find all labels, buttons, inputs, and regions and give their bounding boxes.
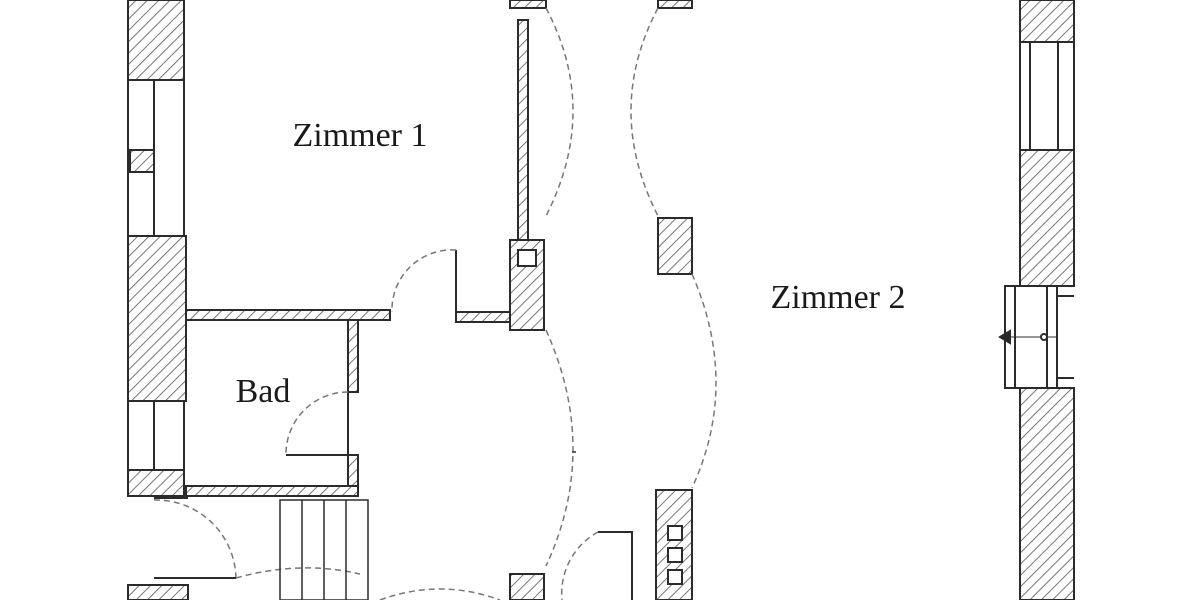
left-window-top <box>127 79 185 237</box>
wall-zimmer1-bad-right <box>455 311 511 323</box>
door-bottom-right <box>560 531 633 600</box>
left-window-bottom <box>127 400 185 471</box>
door-bad <box>285 391 349 456</box>
right-wall-pier-top <box>1019 0 1075 43</box>
partition-zimmer1-right <box>517 19 529 241</box>
right-exterior-wall <box>998 0 1075 600</box>
double-door-lower <box>545 273 717 567</box>
left-wall-pier-base <box>127 584 189 600</box>
right-wall-pier-middle <box>1019 149 1075 287</box>
room-label-zimmer-1: Zimmer 1 <box>292 117 427 154</box>
vent-shaft <box>517 249 537 267</box>
wall-stub-top-1 <box>509 0 547 9</box>
wall-bad-bottom <box>185 485 359 497</box>
wall-bad-right-top <box>347 319 359 393</box>
wall-zimmer1-bad-left <box>185 309 391 321</box>
left-wall-pier-small <box>129 149 155 173</box>
room-label-bad: Bad <box>236 373 291 410</box>
chimney-flue-2 <box>667 547 683 563</box>
left-wall-pier-bottom <box>127 469 185 497</box>
chimney-flue-1 <box>667 525 683 541</box>
wall-stub-top-2 <box>657 0 693 9</box>
chimney-flue-3 <box>667 569 683 585</box>
entrance-door-left <box>153 497 501 600</box>
left-wall-pier-middle <box>127 235 187 402</box>
left-exterior-wall <box>127 0 189 600</box>
door-zimmer1 <box>391 249 457 313</box>
shaft-details <box>517 249 683 585</box>
staircase <box>279 499 369 600</box>
left-wall-pier-top <box>127 0 185 81</box>
double-door-upper <box>545 7 659 217</box>
right-window-top <box>1019 41 1075 151</box>
right-wall-pier-bottom <box>1019 387 1075 600</box>
column-middle <box>657 217 693 275</box>
interior-walls <box>185 0 693 600</box>
room-label-zimmer-2: Zimmer 2 <box>770 279 905 316</box>
wall-bad-right-bottom <box>347 454 359 491</box>
column-bottom <box>509 573 545 600</box>
right-window-bottom <box>998 285 1074 389</box>
